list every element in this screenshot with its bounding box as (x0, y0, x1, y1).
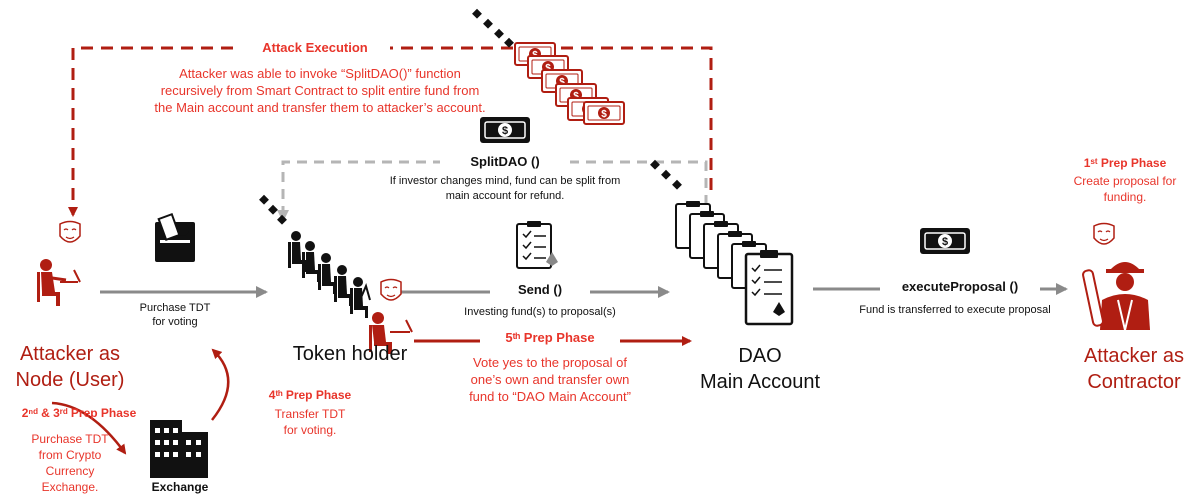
attack-line-2: recursively from Smart Contract to split… (160, 83, 480, 98)
token-holders-icon (288, 231, 371, 318)
send-label: Send () (490, 282, 590, 299)
token-holder-label: Token holder (292, 343, 408, 365)
exchange-building-icon (150, 420, 208, 478)
splitdao-loop-line (277, 160, 708, 222)
phase23-line-3: Currency (45, 464, 95, 478)
phase5-line-1: Vote yes to the proposal of (473, 355, 627, 370)
diamond-dots-token (259, 194, 287, 225)
splitdao-desc-1: If investor changes mind, fund can be sp… (389, 175, 621, 187)
attack-line-3: the Main account and transfer them to at… (154, 100, 486, 115)
splitdao-label: SplitDAO () (440, 154, 570, 171)
attacker-token-icon (369, 278, 413, 354)
phase23-line-4: Exchange. (41, 480, 99, 494)
phase5-line-3: fund to “DAO Main Account” (469, 389, 631, 404)
execute-desc: Fund is transferred to execute proposal (859, 304, 1051, 316)
splitdao-desc-2: main account for refund. (445, 190, 565, 202)
contractor-label-2: Contractor (1087, 371, 1181, 393)
purchase-label-2: for voting (152, 316, 198, 328)
attacker-node-label-1: Attacker as (19, 343, 121, 365)
money-stack-icon (514, 42, 625, 125)
exchange-to-token-arrow (211, 348, 230, 421)
attack-loop-line (68, 46, 713, 217)
phase4-line-2: for voting. (283, 423, 337, 437)
phase23-line-1: Purchase TDT (31, 432, 109, 446)
node-to-exchange-arrow (51, 401, 127, 455)
attacker-node-icon (37, 220, 81, 306)
phase1-line-2: funding. (1103, 190, 1147, 204)
phase4-title: 4ᵗʰ Prep Phase (268, 388, 352, 402)
exchange-label: Exchange (151, 480, 209, 494)
phase23-title: 2ⁿᵈ & 3ʳᵈ Prep Phase (21, 406, 137, 420)
execute-label: executeProposal () (880, 279, 1040, 296)
phase5-title: 5ᵗʰ Prep Phase (480, 330, 620, 347)
diamond-dots-top (472, 8, 514, 48)
dao-label-1: DAO (738, 345, 782, 367)
diamond-dots-dao (650, 159, 682, 190)
phase23-line-2: from Crypto (38, 448, 102, 462)
send-desc: Investing fund(s) to proposal(s) (464, 306, 616, 318)
phase5-line-2: one’s own and transfer own (470, 372, 630, 387)
proposal-document-icon (516, 220, 558, 269)
ballot-box-icon (155, 212, 195, 262)
dao-documents-icon (675, 200, 794, 326)
phase4-line-1: Transfer TDT (274, 407, 346, 421)
attack-execution-title: Attack Execution (240, 40, 390, 57)
phase1-line-1: Create proposal for (1073, 174, 1177, 188)
contractor-label-1: Attacker as (1083, 345, 1185, 367)
money-icon-split (479, 116, 531, 144)
attacker-node-label-2: Node (User) (15, 369, 125, 391)
purchase-label-1: Purchase TDT (139, 302, 211, 314)
money-icon-execute (919, 227, 971, 255)
dao-label-2: Main Account (699, 371, 821, 393)
attacker-contractor-icon (1082, 222, 1150, 331)
attack-line-1: Attacker was able to invoke “SplitDAO()”… (179, 66, 461, 81)
phase1-title: 1ˢᵗ Prep Phase (1083, 156, 1167, 170)
